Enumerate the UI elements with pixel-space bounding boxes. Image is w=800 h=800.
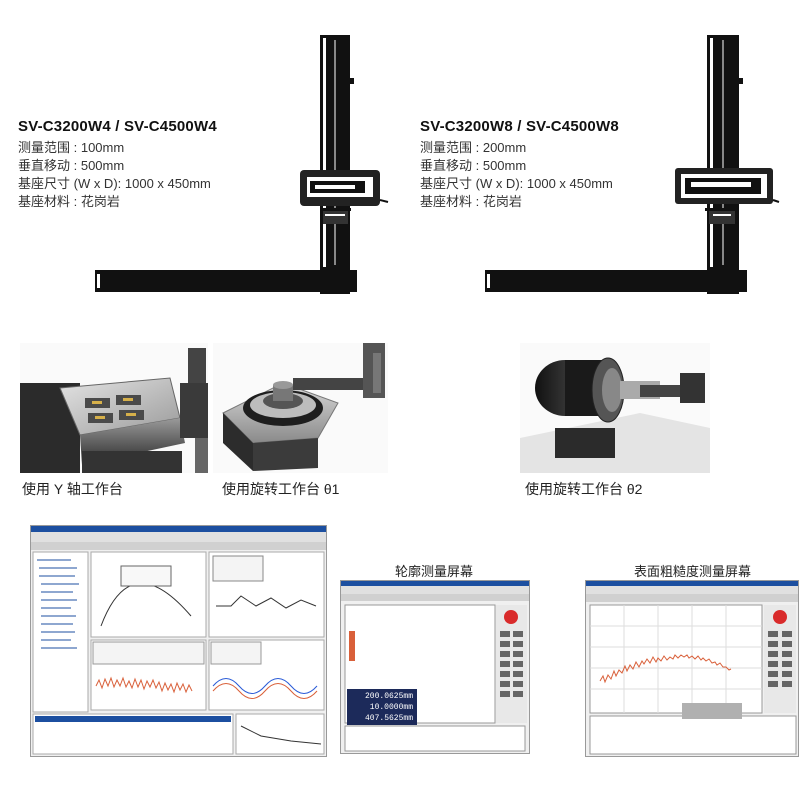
readout-y: 10.0000mm xyxy=(369,703,413,712)
spec-base-material-w4: 基座材料 : 花岗岩 xyxy=(18,194,120,209)
spec-base-size-w4: 基座尺寸 (W x D): 1000 x 450mm xyxy=(18,176,211,191)
caption-rotary-table-theta2: 使用旋转工作台 θ2 xyxy=(525,481,643,497)
readout-z: 407.5625mm xyxy=(364,714,413,723)
spec-base-material-w8: 基座材料 : 花岗岩 xyxy=(420,194,522,209)
machine-illustration-w8 xyxy=(485,30,785,300)
software-main-screen xyxy=(30,525,327,757)
contour-measurement-screen: 200.0625mm 10.0000mm 407.5625mm xyxy=(340,580,530,754)
roughness-screen-title: 表面粗糙度测量屏幕 xyxy=(633,564,751,579)
spec-measuring-range-w8: 测量范围 : 200mm xyxy=(420,140,527,155)
rotary-table-theta2-photo xyxy=(520,343,710,473)
model-title-w8: SV-C3200W8 / SV-C4500W8 xyxy=(420,118,619,135)
spec-vertical-travel-w8: 垂直移动 : 500mm xyxy=(420,158,527,173)
caption-rotary-table-theta1: 使用旋转工作台 θ1 xyxy=(222,481,340,497)
coordinate-readout-panel: 200.0625mm 10.0000mm 407.5625mm xyxy=(347,689,417,725)
spec-vertical-travel-w4: 垂直移动 : 500mm xyxy=(18,158,125,173)
rotary-table-theta1-photo xyxy=(213,343,388,473)
contour-screen-title: 轮廓测量屏幕 xyxy=(394,564,473,579)
spec-measuring-range-w4: 测量范围 : 100mm xyxy=(18,140,125,155)
roughness-measurement-screen xyxy=(585,580,799,757)
spec-base-size-w8: 基座尺寸 (W x D): 1000 x 450mm xyxy=(420,176,613,191)
machine-illustration-w4 xyxy=(95,30,395,300)
y-axis-table-photo xyxy=(20,343,208,473)
model-title-w4: SV-C3200W4 / SV-C4500W4 xyxy=(18,118,217,135)
caption-y-axis-table: 使用 Y 轴工作台 xyxy=(22,481,123,497)
readout-x: 200.0625mm xyxy=(364,692,413,701)
